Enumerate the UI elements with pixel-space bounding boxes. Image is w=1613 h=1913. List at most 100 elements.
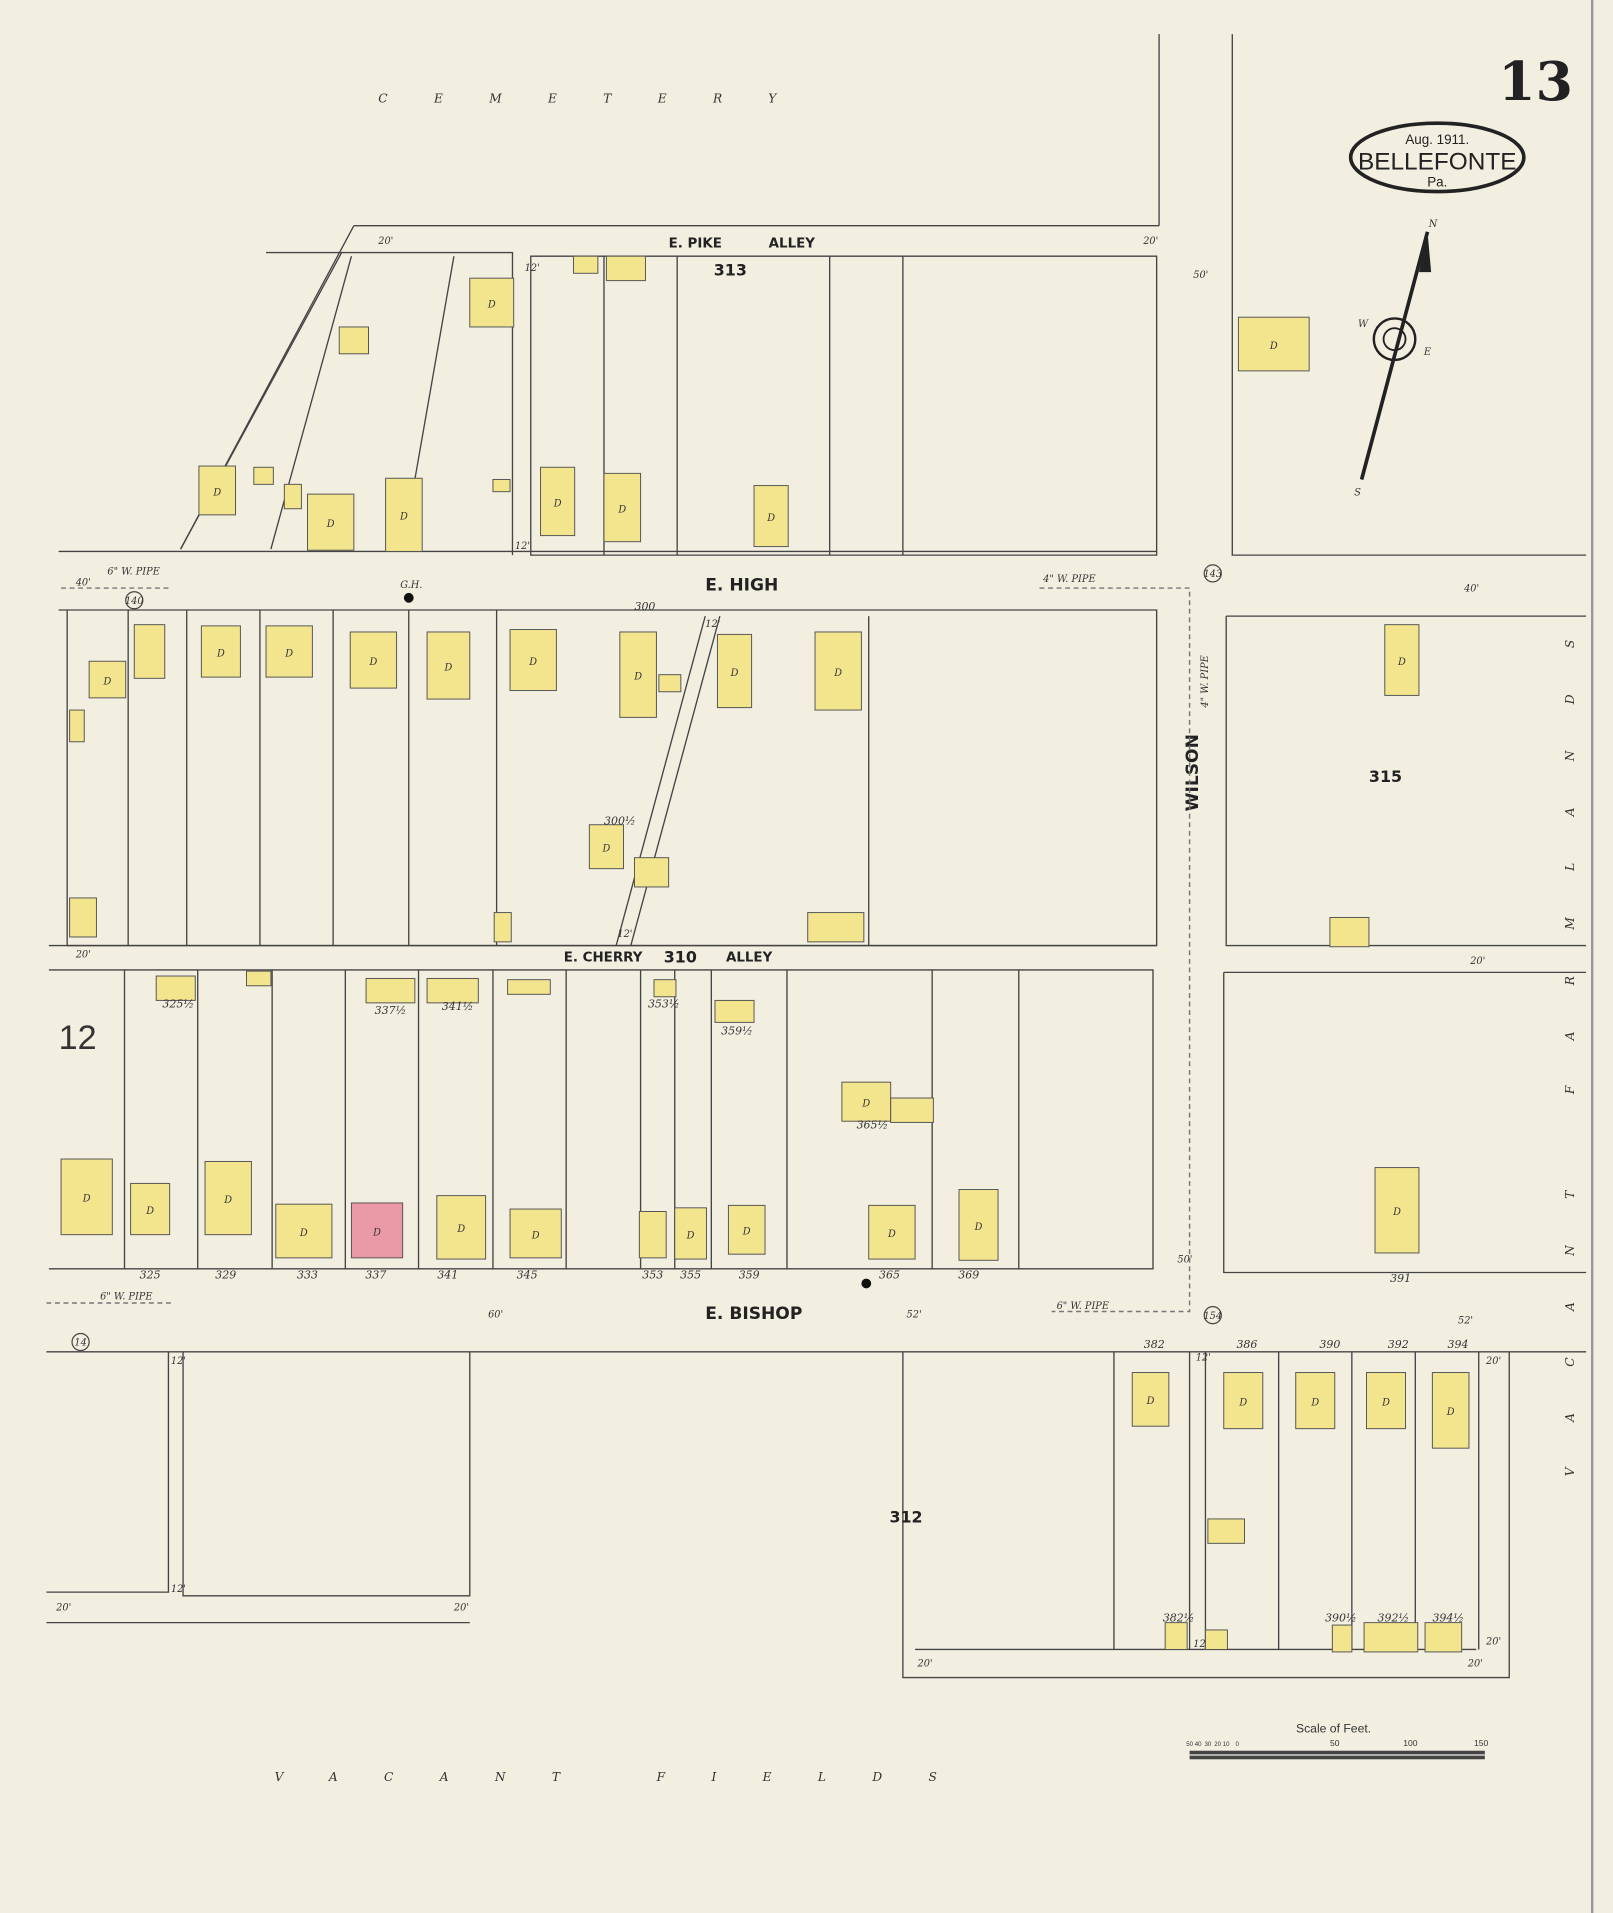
building — [349, 631, 398, 689]
building — [275, 1203, 333, 1259]
scale-tick: 0 — [1235, 1741, 1239, 1748]
building — [605, 255, 646, 282]
address-number: 382 — [1144, 1338, 1165, 1351]
building — [509, 629, 557, 692]
dwelling-symbol: D — [1310, 1397, 1319, 1408]
building — [814, 631, 862, 711]
hydrant-label: 154 — [1203, 1311, 1222, 1322]
lot-line — [48, 969, 1154, 1270]
width-label: 12' — [1196, 1352, 1211, 1363]
address-number: 329 — [215, 1269, 236, 1282]
street-e-pike: E. PIKE — [669, 237, 722, 252]
town-name: BELLEFONTE — [1358, 149, 1517, 176]
scale-tick: 10 — [1223, 1741, 1230, 1748]
width-label: 12' — [525, 263, 540, 274]
compass-s: S — [1354, 487, 1361, 498]
building — [246, 970, 272, 987]
width-label: 52' — [1458, 1316, 1473, 1327]
address-number: 345 — [517, 1269, 538, 1282]
building — [674, 1207, 707, 1260]
building — [436, 1195, 487, 1260]
water-pipes: 6" W. PIPE 4" W. PIPE 4" W. PIPE 6" W. P… — [46, 567, 1211, 1313]
dwelling-symbol: D — [1397, 657, 1406, 668]
address-number: 353 — [642, 1269, 663, 1282]
width-label: 20' — [1469, 956, 1485, 967]
pipe-label-bishop: 6" W. PIPE — [100, 1291, 152, 1302]
vacant-farmlands-label: VACANT FARMLANDS — [1563, 593, 1577, 1476]
dwelling-symbol: D — [1269, 341, 1278, 352]
width-label: 50' — [1177, 1255, 1192, 1266]
building — [1384, 624, 1420, 696]
dwelling-symbol: D — [633, 672, 642, 683]
rear-address: 394½ — [1432, 1611, 1464, 1624]
building — [1431, 1372, 1470, 1449]
dwelling-symbol: D — [368, 657, 377, 668]
building — [426, 631, 471, 700]
width-label: 20' — [75, 950, 91, 961]
dwelling-symbol: D — [531, 1230, 540, 1241]
street-e-cherry: E. CHERRY — [564, 950, 643, 965]
dwelling-symbol: D — [223, 1195, 232, 1206]
sheet-number: 13 — [1498, 50, 1573, 113]
dwelling-symbol: D — [686, 1230, 695, 1241]
dwelling-symbol: D — [456, 1224, 465, 1235]
rear-address: 341½ — [442, 1000, 474, 1013]
building — [638, 1210, 667, 1259]
pipe-label-bishop-east: 6" W. PIPE — [1057, 1301, 1109, 1312]
building — [133, 624, 166, 679]
dwelling-symbol: D — [487, 299, 496, 310]
street-cherry-alley: ALLEY — [726, 950, 773, 965]
dwelling-symbol: D — [887, 1229, 896, 1240]
address-number: 365 — [879, 1269, 900, 1282]
state-name: Pa. — [1427, 175, 1447, 190]
gas-holder-label: G.H. — [400, 580, 422, 591]
dwelling-symbol: D — [528, 657, 537, 668]
street-pike-alley: ALLEY — [769, 237, 816, 252]
dwelling-symbol: D — [82, 1194, 91, 1205]
width-label: 20' — [377, 236, 393, 247]
address-number: 355 — [680, 1269, 701, 1282]
lot-line — [902, 1351, 1510, 1679]
building — [540, 466, 576, 537]
building — [253, 466, 274, 485]
rear-address: 300½ — [604, 815, 636, 828]
dwelling-symbol: D — [766, 513, 775, 524]
address-number: 390 — [1319, 1338, 1340, 1351]
rear-address: 353½ — [648, 998, 680, 1011]
compass-e: E — [1423, 347, 1431, 358]
vacant-fields-label: VACANT FIELDS — [275, 1770, 984, 1784]
width-label: 20' — [1467, 1659, 1483, 1670]
scale-title: Scale of Feet. — [1296, 1721, 1371, 1735]
width-label: 60' — [488, 1310, 503, 1321]
compass-n: N — [1428, 219, 1438, 230]
lot-line — [46, 1351, 170, 1593]
dwelling-symbol: D — [861, 1099, 870, 1110]
building — [653, 979, 677, 998]
building — [204, 1160, 252, 1236]
width-label: 20' — [917, 1659, 933, 1670]
building — [283, 483, 302, 510]
building — [1223, 1372, 1264, 1430]
street-widths: 20' 20' 50' 40' 40' 20' 20' 60' 52' 52' … — [55, 236, 1501, 1670]
block-313: 313 — [714, 261, 747, 280]
dwelling-symbol: D — [833, 668, 842, 679]
address-number: 369 — [958, 1269, 979, 1282]
address-number: 325 — [140, 1269, 161, 1282]
block-310: 310 — [664, 948, 697, 967]
building — [1237, 316, 1310, 372]
address-number: 333 — [297, 1269, 318, 1282]
width-label: 12' — [705, 619, 720, 630]
compass-w: W — [1358, 319, 1369, 330]
building — [1374, 1167, 1420, 1254]
building — [60, 1158, 113, 1236]
building — [1207, 1518, 1245, 1544]
scale-tick: 40 — [1195, 1741, 1202, 1748]
width-label: 20' — [1485, 1356, 1501, 1367]
building — [155, 975, 196, 1001]
building — [1331, 1624, 1353, 1653]
width-label: 40' — [75, 578, 91, 589]
building — [603, 472, 642, 543]
